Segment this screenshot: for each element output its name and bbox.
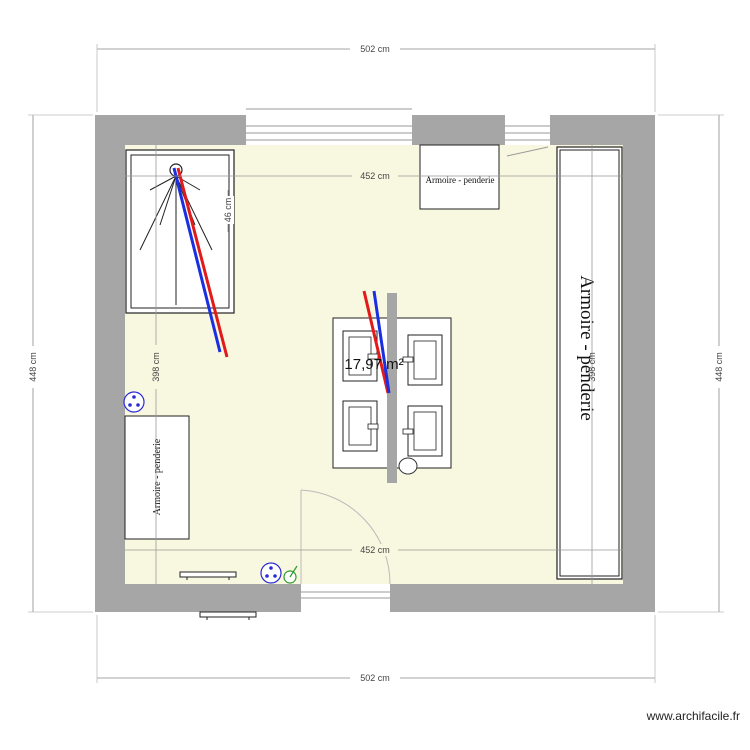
door-opening[interactable]: [301, 584, 390, 612]
dimension-right-inner-label: 398 cm: [587, 352, 597, 382]
wardrobe-top[interactable]: Armoire - penderie: [419, 144, 500, 210]
dimension-bottom-inner-label: 452 cm: [360, 545, 390, 555]
towel-rail-inner[interactable]: [179, 571, 237, 580]
electrical-outlet-icon[interactable]: [123, 391, 145, 413]
wardrobe-top-door-line: [506, 146, 549, 157]
wardrobe-left-label: Armoire - penderie: [152, 438, 163, 515]
dimension-shower-small-label: 46 cm: [223, 198, 233, 223]
watermark: www.archifacile.fr: [646, 709, 740, 723]
room-area-label: 17,97 m²: [344, 356, 403, 373]
dimension-left-inner: 398 cm: [150, 145, 162, 584]
dimension-left-inner-label: 398 cm: [151, 352, 161, 382]
dimension-bottom-outer-label: 502 cm: [360, 673, 390, 683]
dimension-bottom-outer: 502 cm: [96, 615, 656, 684]
dimension-top-inner: 452 cm: [125, 170, 623, 182]
dimension-left-outer: 448 cm: [26, 114, 93, 613]
dimension-top-outer: 502 cm: [96, 42, 656, 112]
cold-water-pipe-vanity: [372, 290, 391, 394]
dimension-left-outer-label: 448 cm: [28, 352, 38, 382]
wardrobe-large-label: Armoire - penderie: [576, 275, 597, 421]
window-top-right[interactable]: [505, 115, 550, 145]
cold-water-pipe: [172, 167, 222, 353]
dimension-bottom-inner: 452 cm: [125, 544, 623, 556]
dimension-top-outer-label: 502 cm: [360, 44, 390, 54]
gas-valve-icon[interactable]: [283, 565, 298, 584]
wardrobe-left[interactable]: Armoire - penderie: [124, 415, 190, 540]
basin-bottom-left[interactable]: [342, 400, 379, 452]
electrical-outlet-icon[interactable]: [260, 562, 282, 584]
dimension-top-inner-label: 452 cm: [360, 171, 390, 181]
basin-top-left[interactable]: [342, 330, 379, 382]
dimension-right-outer: 448 cm: [658, 114, 725, 613]
basin-top-right[interactable]: [402, 334, 443, 386]
basin-bottom-right[interactable]: [402, 405, 443, 457]
hot-water-pipe: [176, 167, 229, 358]
vanity-unit[interactable]: [332, 293, 452, 483]
towel-rail-outer[interactable]: [199, 611, 257, 620]
dimension-shower-small: 46 cm: [222, 190, 234, 232]
wardrobe-top-label: Armoire - penderie: [426, 175, 495, 185]
plug-icon: [398, 457, 418, 475]
door-swing[interactable]: [300, 489, 391, 585]
vanity-partition: [387, 293, 397, 483]
dimension-right-outer-label: 448 cm: [714, 352, 724, 382]
window-top-left[interactable]: [246, 108, 412, 145]
dimension-right-inner: 398 cm: [587, 145, 597, 584]
hot-water-pipe-vanity: [362, 290, 390, 394]
